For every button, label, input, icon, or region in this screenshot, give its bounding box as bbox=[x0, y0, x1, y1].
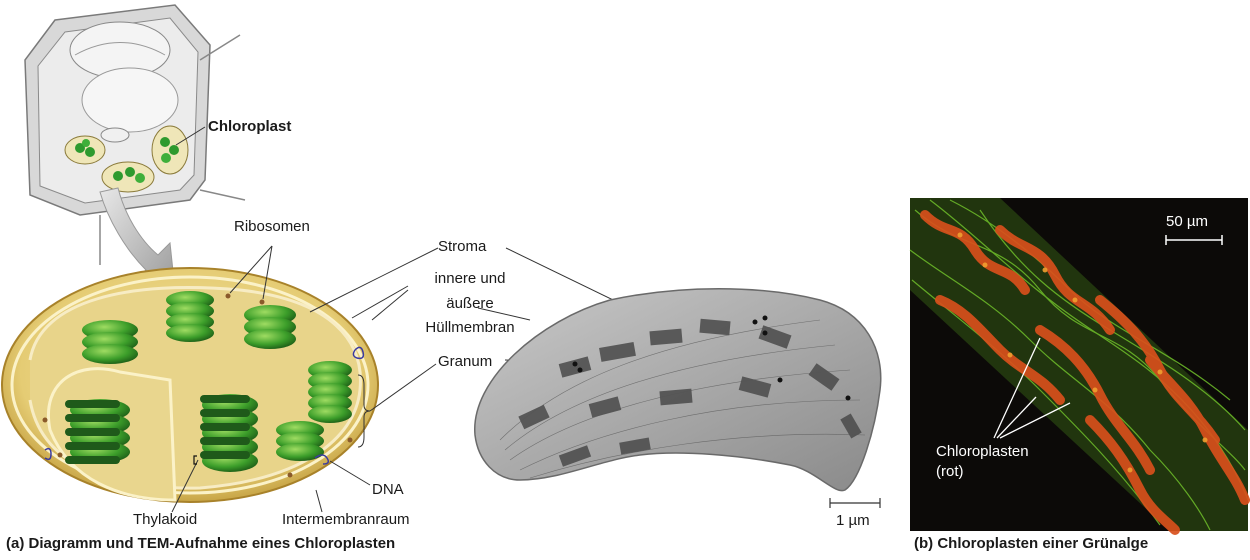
caption-a: (a) Diagramm und TEM-Aufnahme eines Chlo… bbox=[6, 535, 395, 552]
label-dna: DNA bbox=[372, 481, 404, 499]
label-granum: Granum bbox=[438, 353, 492, 371]
label-membrane-line-1: innere und bbox=[410, 270, 530, 288]
label-intermembrane: Intermembranraum bbox=[282, 511, 410, 529]
algae-micrograph bbox=[910, 198, 1248, 531]
label-membrane-line-2: äußere bbox=[410, 295, 530, 313]
label-chloroplasts-line-2: (rot) bbox=[936, 463, 964, 481]
label-stroma: Stroma bbox=[438, 238, 486, 256]
label-chloroplasts-line-1: Chloroplasten bbox=[936, 443, 1029, 461]
label-ribosomes: Ribosomen bbox=[234, 218, 310, 236]
caption-b: (b) Chloroplasten einer Grünalge bbox=[914, 535, 1148, 552]
chloroplast-diagram bbox=[2, 268, 378, 502]
label-scale-micrograph: 50 µm bbox=[1166, 213, 1208, 231]
label-thylakoid: Thylakoid bbox=[133, 511, 197, 529]
label-membrane-line-3: Hüllmembran bbox=[410, 319, 530, 337]
label-chloroplast: Chloroplast bbox=[208, 118, 291, 136]
tem-micrograph bbox=[475, 289, 881, 491]
tem-scale-bar bbox=[830, 498, 880, 508]
label-scale-tem: 1 µm bbox=[836, 512, 870, 530]
